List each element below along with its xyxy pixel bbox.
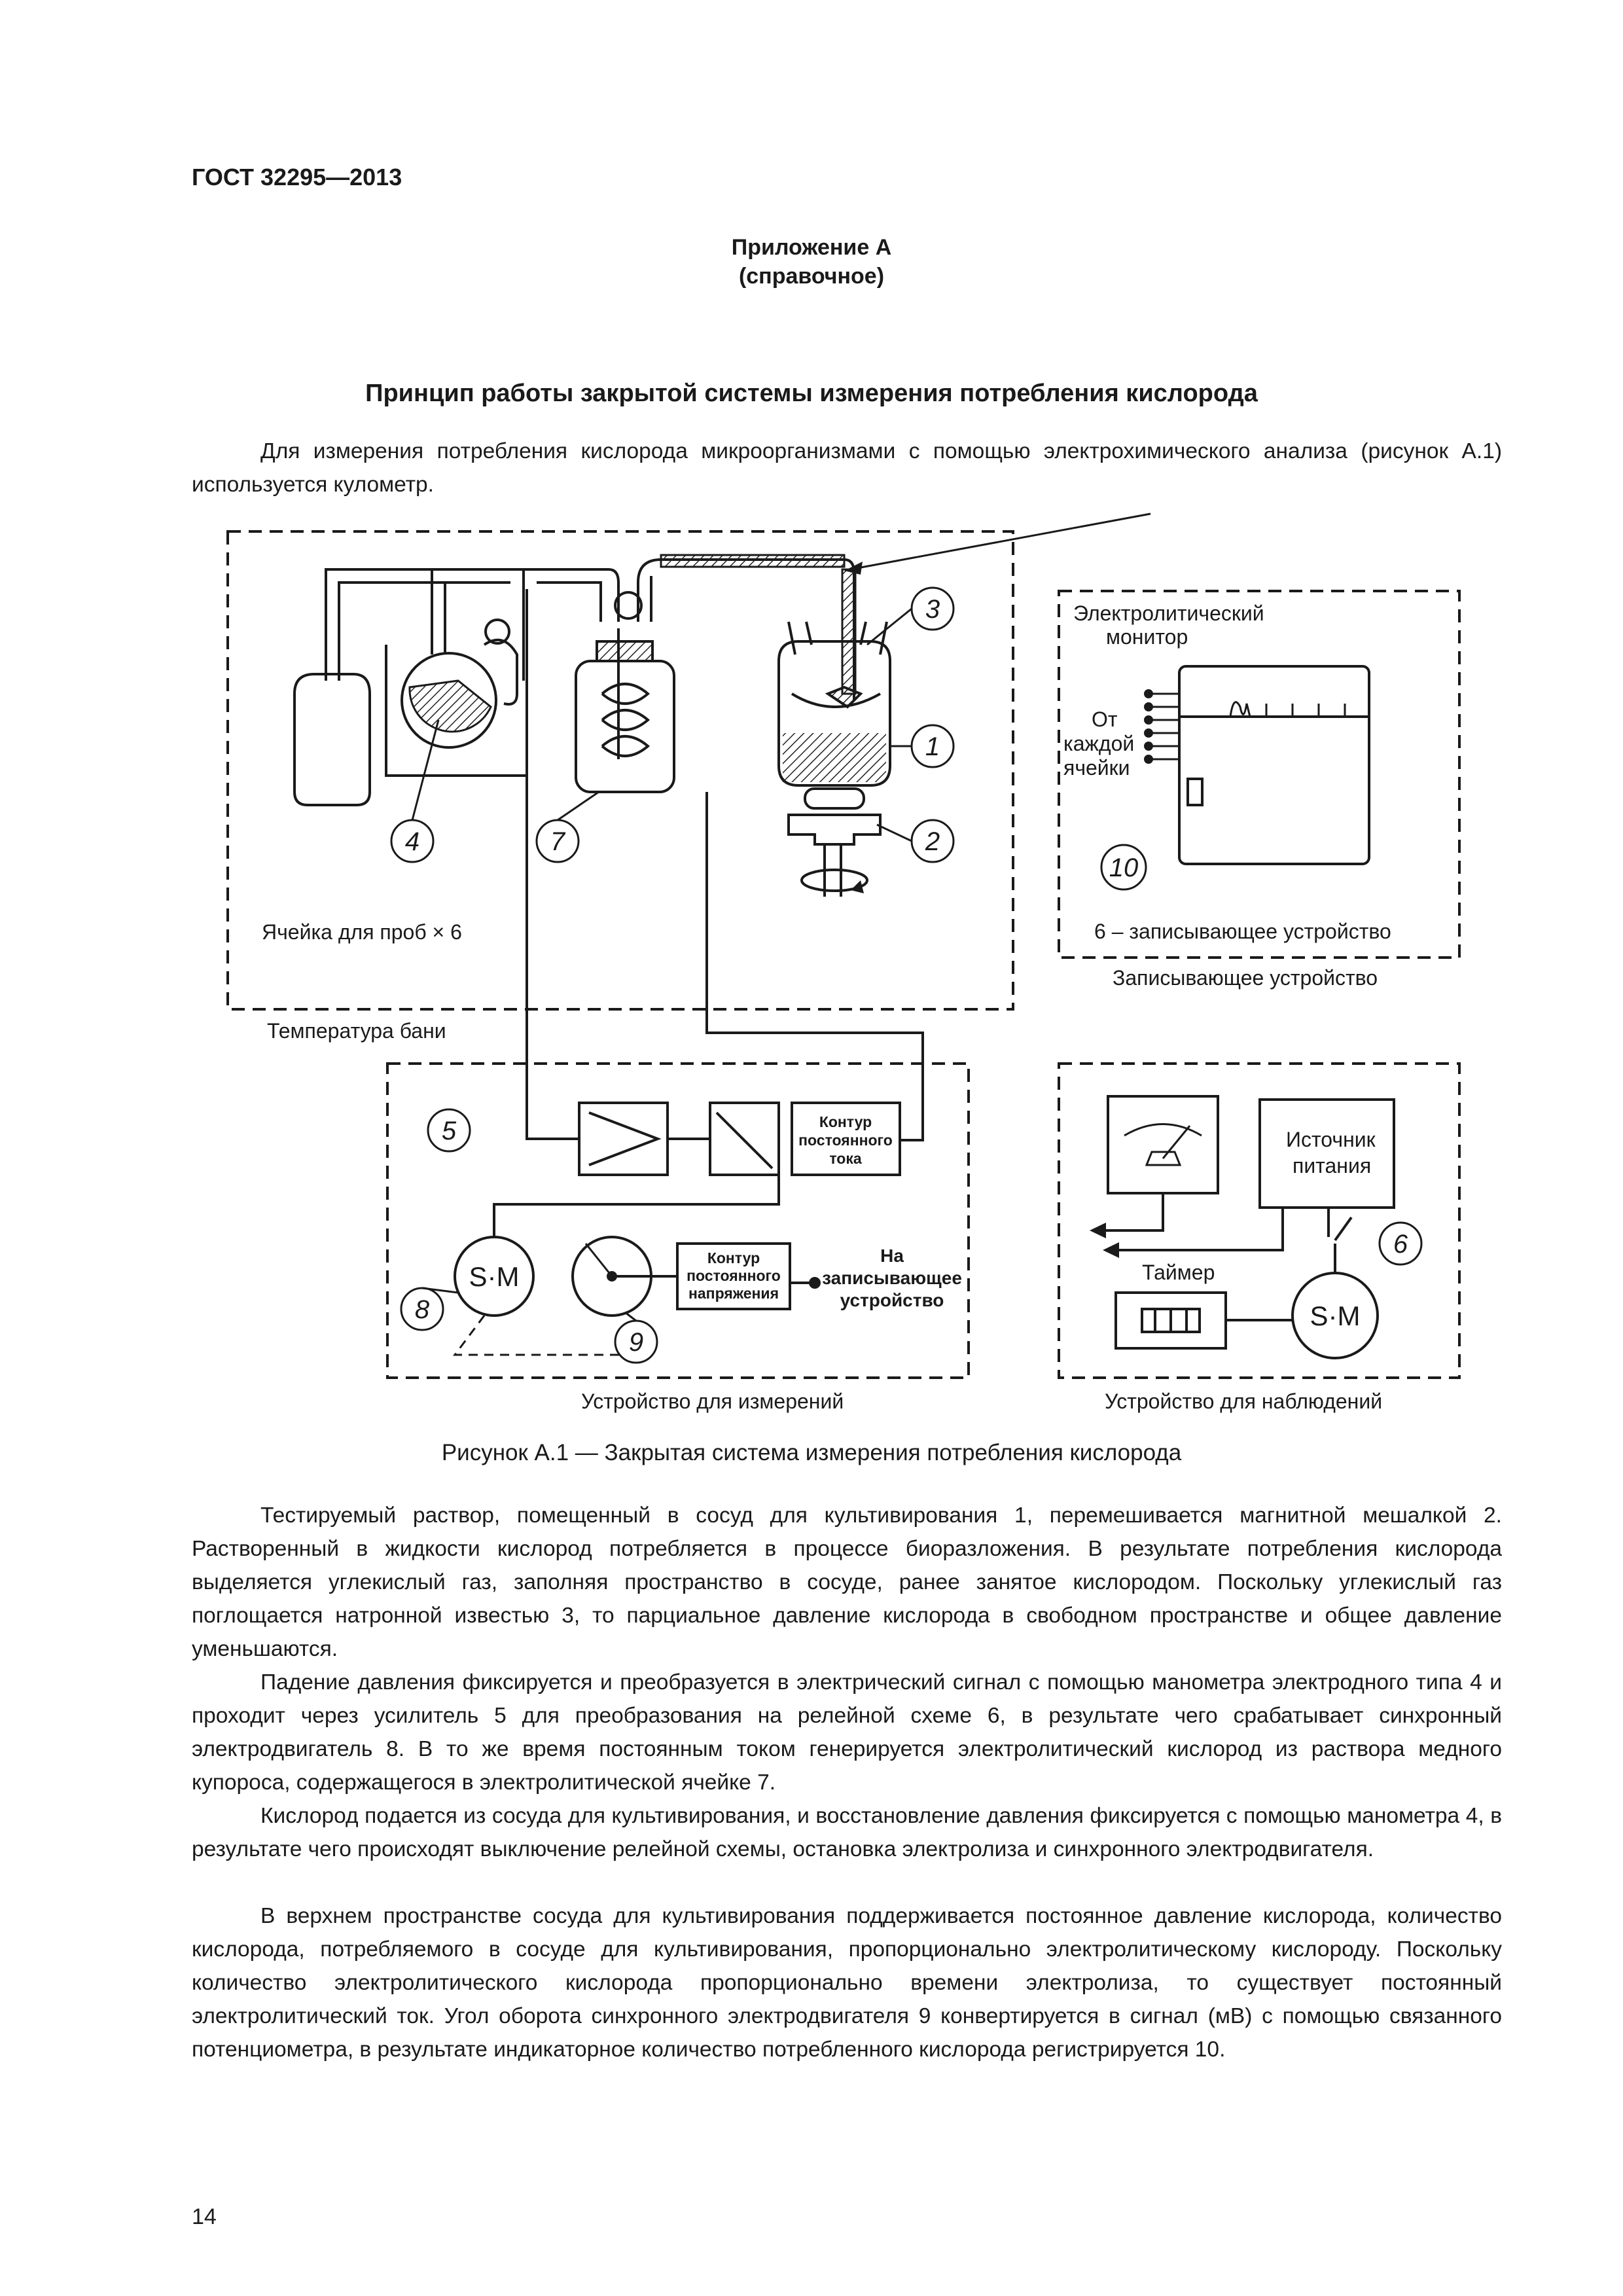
label-dc-current-2: постоянного [798,1132,893,1149]
label-monitor-1: Электролитический [1073,601,1264,625]
label-n9: 9 [629,1328,643,1357]
body-paragraph-2: Падение давления фиксируется и преобразу… [192,1666,1502,1799]
reservoir-bottle [293,673,371,806]
motor-line [493,1175,780,1237]
culture-vessel [777,640,891,787]
label-n7: 7 [550,827,566,856]
label-sm-8: S·M [469,1261,520,1292]
figure-caption: Рисунок А.1 — Закрытая система измерения… [441,1440,1182,1465]
recorder-screen [1178,665,1370,865]
section-title: Принцип работы закрытой системы измерени… [365,380,1258,407]
page-number: 14 [192,2204,217,2229]
dc-voltage-block [676,1242,791,1310]
intro-text: Для измерения потребления кислорода микр… [192,439,1502,497]
sm-motor-6 [1291,1272,1379,1359]
label-monitor-2: монитор [1106,625,1188,649]
label-dc-current-1: Контур [819,1113,872,1130]
measurement-enclosure [386,1062,970,1379]
body-paragraph-4: В верхнем пространстве сосуда для культи… [192,1899,1502,2066]
label-dc-voltage-2: постоянного [687,1267,781,1284]
appendix-line1: Приложение А [731,235,892,260]
recorder-enclosure [1058,590,1461,959]
label-from-1: От [1092,708,1118,731]
sm-motor-8 [454,1236,535,1317]
label-recorder: Записывающее устройство [1113,966,1378,990]
label-power-1: Источник [1286,1128,1376,1151]
label-to-recorder-2: записывающее [822,1268,962,1288]
label-n8: 8 [415,1295,430,1324]
magnetic-stirrer [787,814,882,846]
body-text-4: В верхнем пространстве сосуда для культи… [192,1904,1502,2062]
label-dc-voltage-1: Контур [707,1249,760,1266]
label-recorder-6: 6 – записывающее устройство [1094,920,1391,943]
label-from-3: ячейки [1063,756,1130,780]
tubing-right [637,558,855,700]
label-dc-voltage-3: напряжения [688,1285,779,1302]
manometer [401,652,497,749]
label-from-2: каждой [1063,732,1134,755]
tubing-left [325,568,525,681]
body-paragraph-3: Кислород подается из сосуда для культиви… [192,1799,1502,1866]
converter-block [709,1102,780,1176]
dc-current-block [791,1102,901,1176]
label-n1: 1 [925,732,940,761]
label-to-recorder-1: На [880,1246,904,1266]
label-observe-device: Устройство для наблюдений [1105,1390,1382,1413]
label-sm-6: S·M [1310,1300,1361,1331]
appendix-heading: Приложение А (справочное) [0,233,1623,291]
label-bath: Температура бани [267,1019,446,1043]
label-n6: 6 [1393,1230,1408,1259]
appendix-line2: (справочное) [738,264,885,289]
signal-line-2 [705,792,924,1141]
body-text-3: Кислород подается из сосуда для культиви… [192,1804,1502,1861]
signal-line-1 [526,589,579,1140]
label-n2: 2 [925,827,940,856]
power-source-block [1258,1098,1395,1209]
body-text-1: Тестируемый раствор, помещенный в сосуд … [192,1503,1502,1661]
label-measure-device: Устройство для измерений [581,1390,844,1413]
body-paragraph-1: Тестируемый раствор, помещенный в сосуд … [192,1499,1502,1666]
label-timer: Таймер [1142,1261,1215,1284]
label-n5: 5 [442,1117,457,1145]
meter-gauge [1107,1095,1219,1194]
label-power-2: питания [1293,1154,1371,1177]
body-text-2: Падение давления фиксируется и преобразу… [192,1670,1502,1795]
label-dc-current-3: тока [829,1150,862,1167]
document-header: ГОСТ 32295—2013 [192,164,402,190]
label-n4: 4 [405,827,419,856]
intro-paragraph: Для измерения потребления кислорода микр… [192,435,1502,501]
observation-enclosure [1058,1062,1461,1379]
label-cell: Ячейка для проб × 6 [262,920,462,944]
electrolytic-cell [575,660,675,793]
label-to-recorder-3: устройство [840,1290,944,1310]
pointer-arrow [857,512,1151,569]
bath-enclosure [226,530,1014,1011]
label-n3: 3 [925,595,940,624]
label-n10: 10 [1109,853,1139,882]
